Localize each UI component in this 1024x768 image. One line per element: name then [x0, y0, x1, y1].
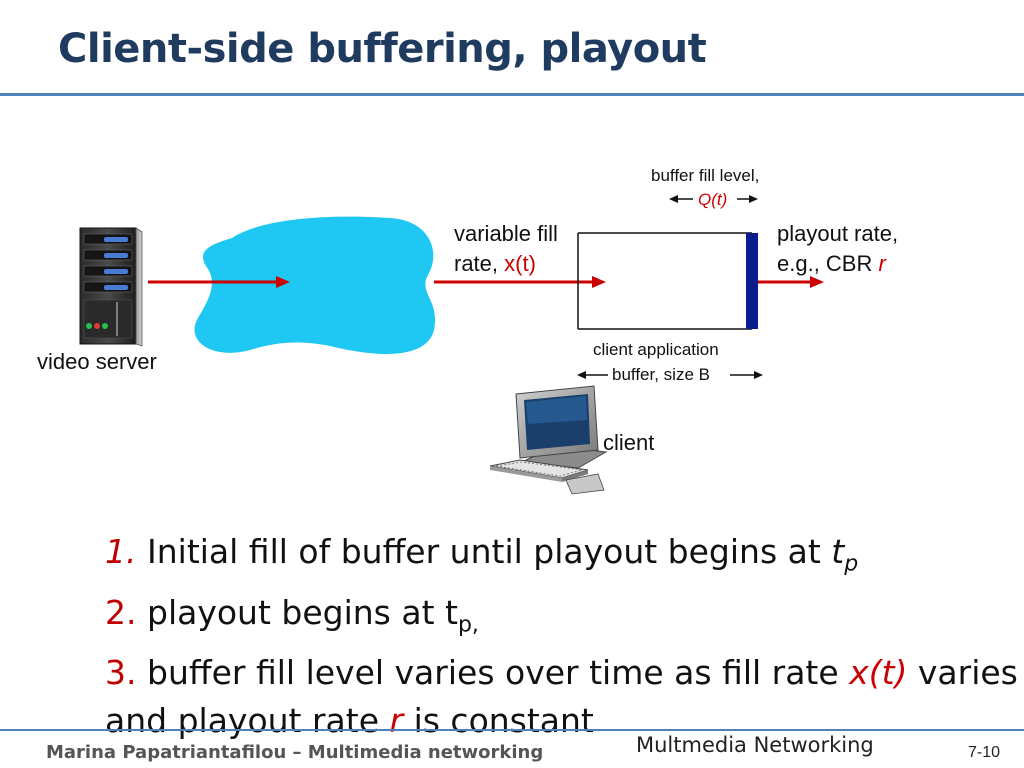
playout-rate-variable: r	[878, 251, 886, 276]
buffer-caption-line2: buffer, size B	[612, 365, 710, 384]
client-buffer	[577, 232, 758, 330]
fill-rate-line2: rate, x(t)	[454, 249, 558, 279]
bullet-1-text: Initial fill of buffer until playout beg…	[147, 532, 832, 571]
bullet-2-sub: p,	[457, 612, 479, 638]
bullet-3-text-a: buffer fill level varies over time as fi…	[147, 653, 850, 693]
bullet-1: 1. Initial fill of buffer until playout …	[105, 528, 1005, 589]
bullet-1-sub: p	[844, 551, 859, 577]
bullet-list: 1. Initial fill of buffer until playout …	[105, 528, 1018, 745]
network-cloud-icon	[194, 216, 436, 354]
server-icon	[79, 227, 143, 347]
bullet-3-text-b: varies	[907, 653, 1018, 693]
playout-rate-line2: e.g., CBR r	[777, 249, 898, 279]
fill-rate-label: variable fill rate, x(t)	[454, 219, 558, 279]
bullet-2-number: 2.	[105, 592, 137, 632]
bullet-3-continued: and playout rate r is constant	[105, 697, 1005, 745]
bullet-2: 2. playout begins at tp,	[105, 589, 1005, 650]
buffer-fill-level-label: buffer fill level,	[651, 166, 760, 185]
page-number: 7-10	[968, 744, 1001, 761]
bullet-1-number: 1.	[105, 532, 137, 571]
bullet-3-var-r: r	[389, 701, 404, 741]
footer-divider	[0, 729, 1024, 731]
bullet-3-line2-b: is constant	[403, 701, 594, 741]
fill-level-arrows	[669, 195, 758, 203]
client-label: client	[603, 430, 655, 455]
bullet-3-line2-a: and playout rate	[105, 701, 390, 741]
buffer-caption-line1: client application	[593, 340, 719, 359]
bullet-2-text: playout begins at t	[147, 592, 458, 632]
playout-rate-prefix: e.g., CBR	[777, 251, 879, 276]
playout-rate-line1: playout rate,	[777, 221, 899, 246]
fill-rate-prefix: rate,	[454, 251, 505, 276]
fill-rate-line1: variable fill	[454, 221, 558, 246]
buffer-size-arrows	[577, 371, 763, 379]
fill-rate-variable: x(t)	[504, 251, 536, 276]
bullet-3-number: 3.	[105, 653, 137, 693]
playout-rate-label: playout rate, e.g., CBR r	[777, 219, 898, 279]
bullet-3-var-x: x(t)	[849, 653, 908, 693]
client-computer-icon	[489, 385, 608, 495]
footer-author: Marina Papatriantafilou – Multimedia net…	[46, 742, 544, 763]
slide-title: Client-side buffering, playout	[58, 26, 707, 72]
footer-course: Multmedia Networking	[636, 733, 874, 757]
bullet-1-var: t	[831, 532, 845, 571]
buffer-fill-level-variable: Q(t)	[698, 190, 728, 209]
video-server-label: video server	[37, 349, 157, 374]
playout-bar	[746, 233, 758, 329]
bullet-3: 3. buffer fill level varies over time as…	[105, 649, 1018, 697]
title-divider	[0, 93, 1024, 96]
